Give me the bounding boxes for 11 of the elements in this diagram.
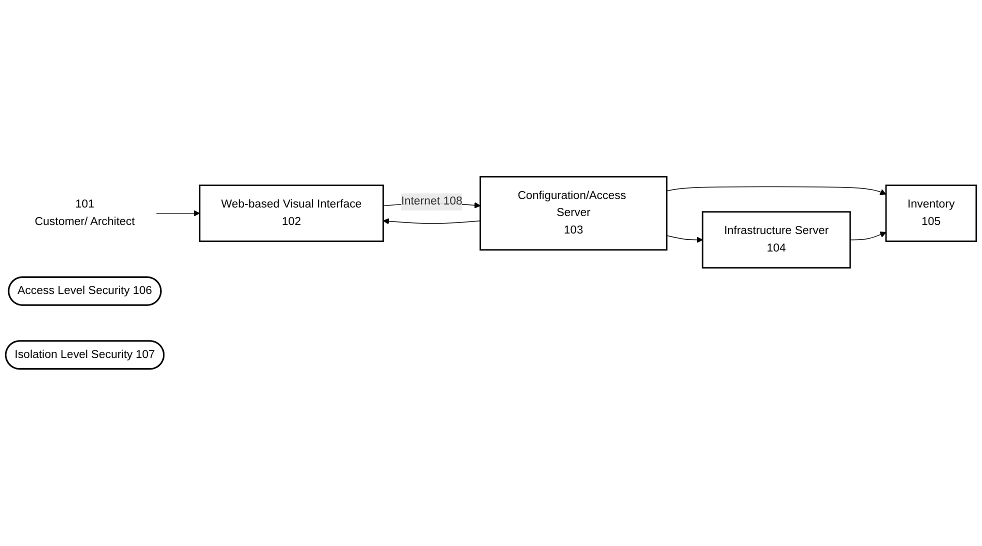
node-box: Inventory 105 — [885, 184, 977, 242]
arrow — [156, 210, 200, 217]
edge-label: Internet 108 — [401, 196, 462, 208]
arrow — [850, 232, 886, 240]
arrow — [666, 235, 703, 244]
node-text: 101 Customer/ Architect — [34, 198, 135, 228]
arrow — [666, 186, 886, 196]
arrow — [382, 218, 481, 225]
node-box: Configuration/Access Server 103 — [480, 176, 668, 251]
node-box: Web-based Visual Interface 102 — [198, 184, 384, 242]
node-box: Infrastructure Server 104 — [702, 211, 851, 269]
